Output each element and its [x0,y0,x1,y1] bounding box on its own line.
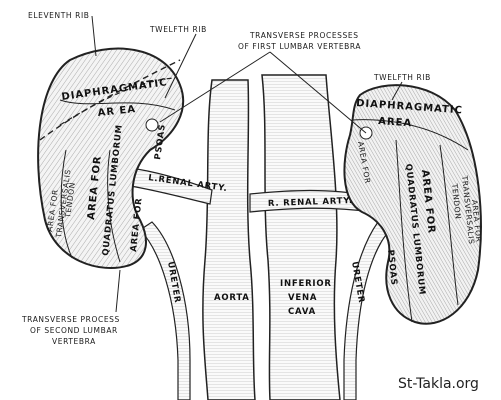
area-left-label: AR EA [97,104,136,119]
leader-lines [91,15,403,313]
aorta-vessel [202,79,256,400]
transverse-second-label-3: VERTEBRA [52,337,96,346]
transversalis-right-label-3: TENDON [450,182,463,220]
left-kidney [37,47,185,269]
twelfth-rib-left-label: TWELFTH RIB [149,25,207,34]
transverse-first-label-2: OF FIRST LUMBAR VERTEBRA [238,42,361,51]
right-ureter [343,221,391,400]
outer-labels: ELEVENTH RIB TWELFTH RIB TRANSVERSE PROC… [21,11,479,392]
left-renal-artery [129,167,213,205]
inferior-vena-cava-vessel [261,74,341,400]
vena-label: VENA [288,293,317,303]
transverse-first-label-1: TRANSVERSE PROCESSES [249,31,359,40]
psoas-left-top-label: PSOAS [153,123,168,160]
area-right-label: AREA [378,116,413,129]
left-ureter [139,221,191,400]
transverse-second-label-2: OF SECOND LUMBAR [30,326,118,335]
inferior-label: INFERIOR [280,279,332,289]
transversalis-right-label-1: AREA FOR [470,199,483,243]
twelfth-rib-right-label: TWELFTH RIB [373,73,431,82]
psoas-right-label: PSOAS [385,249,399,286]
watermark-text: St-Takla.org [398,376,479,392]
right-kidney [343,84,482,325]
r-renal-arty-label: R. RENAL ARTY. [268,196,353,209]
transverse-second-label-1: TRANSVERSE PROCESS [21,315,120,324]
aorta-label: AORTA [214,293,250,303]
eleventh-rib-label: ELEVENTH RIB [28,11,90,20]
cava-label: CAVA [288,307,316,317]
